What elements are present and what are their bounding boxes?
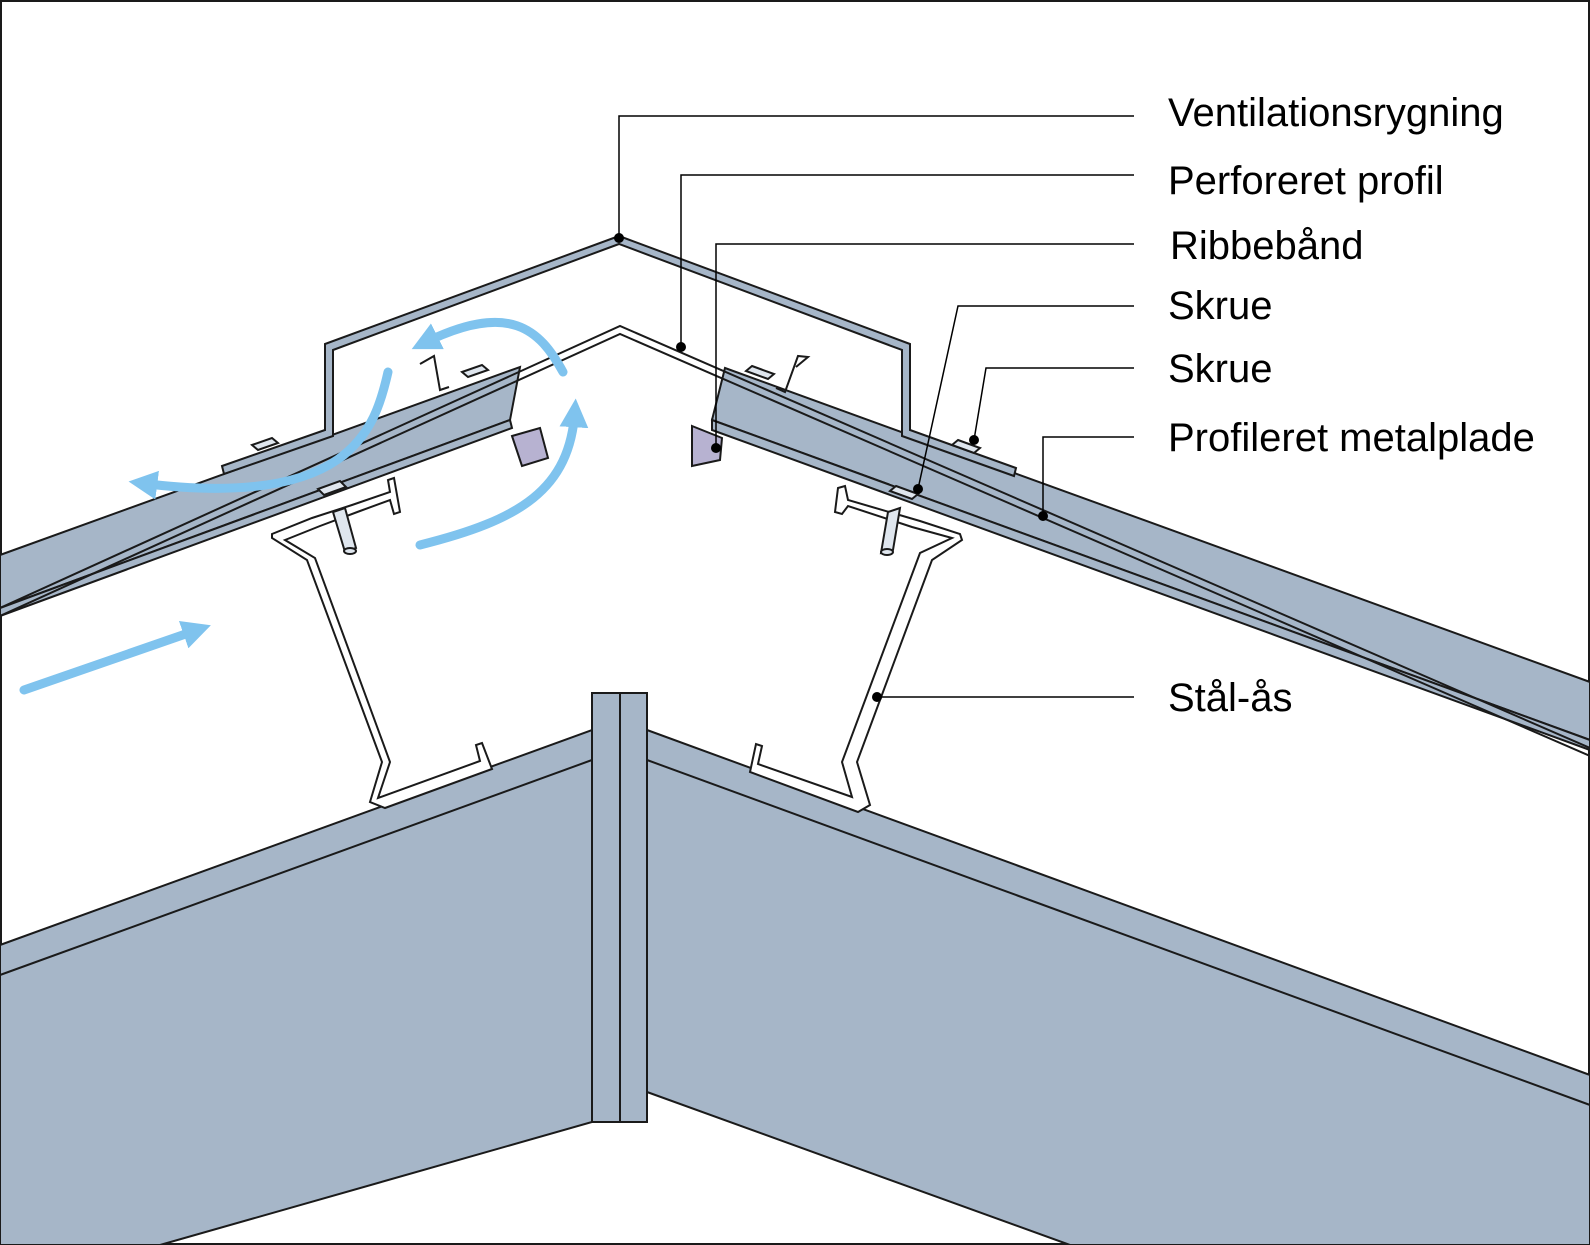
screw-icon [331,506,902,556]
screw-icon [250,363,982,501]
label-staal-aas: Stål-ås [1168,676,1293,720]
rib-tape [510,424,724,468]
sheet-ribs [419,354,811,394]
arrow-icon [19,317,589,695]
label-perforeret-profil: Perforeret profil [1168,159,1444,203]
label-profileret-metalplade: Profileret metalplade [1168,416,1535,460]
leader-lines [618,115,1134,698]
label-skrue-2: Skrue [1168,347,1273,391]
leader-dots [614,233,1048,702]
lower-frame-beams [0,692,1590,1245]
perforated-profile [0,324,1590,757]
label-ventilationsrygning: Ventilationsrygning [1168,91,1504,135]
label-ribbebaand: Ribbebånd [1170,224,1364,268]
label-skrue-1: Skrue [1168,284,1273,328]
steel-purlins [271,476,964,814]
ventilation-ridge [220,234,1018,478]
